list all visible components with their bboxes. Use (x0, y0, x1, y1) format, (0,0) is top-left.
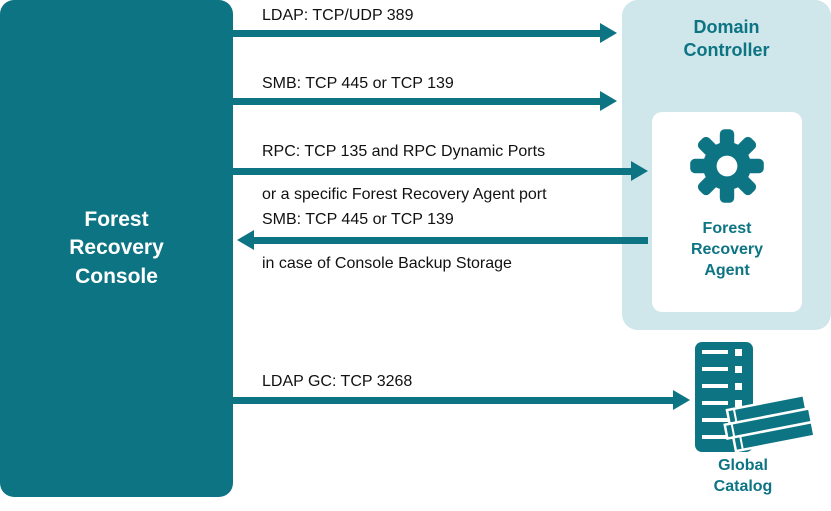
arrow-label-smb-dc: SMB: TCP 445 or TCP 139 (262, 75, 454, 92)
arrowhead-right-icon (673, 390, 690, 410)
domain-controller-box: Domain Controller Forest Recovery Agent (622, 0, 831, 330)
arrow-sublabel-smb-backup: in case of Console Backup Storage (262, 255, 512, 272)
books-icon (721, 393, 821, 463)
forest-recovery-console-box: Forest Recovery Console (0, 0, 233, 497)
arrow-sublabel-rpc: or a specific Forest Recovery Agent port (262, 186, 547, 203)
domain-controller-title: Domain Controller (683, 17, 770, 61)
arrow-smb-dc (233, 91, 617, 111)
gear-icon (687, 126, 767, 211)
arrow-label-smb-backup: SMB: TCP 445 or TCP 139 (262, 211, 454, 228)
arrowhead-right-icon (600, 23, 617, 43)
global-catalog-group: Global Catalog (655, 338, 831, 511)
arrowhead-right-icon (631, 161, 648, 181)
forest-recovery-agent-label: Forest Recovery Agent (690, 220, 764, 279)
forest-recovery-console-label: Forest Recovery Console (69, 207, 164, 288)
arrowhead-left-icon (237, 230, 254, 250)
arrow-rpc (233, 161, 648, 181)
arrow-label-rpc: RPC: TCP 135 and RPC Dynamic Ports (262, 143, 546, 160)
forest-recovery-agent-box: Forest Recovery Agent (652, 112, 802, 312)
arrow-label-ldap-389: LDAP: TCP/UDP 389 (262, 7, 414, 24)
global-catalog-label: Global Catalog (713, 457, 773, 495)
arrowhead-right-icon (600, 91, 617, 111)
arrow-label-ldap-gc: LDAP GC: TCP 3268 (262, 373, 413, 390)
arrow-smb-backup (237, 230, 648, 250)
arrow-ldap-gc (233, 390, 690, 410)
arrow-ldap-389 (233, 23, 617, 43)
